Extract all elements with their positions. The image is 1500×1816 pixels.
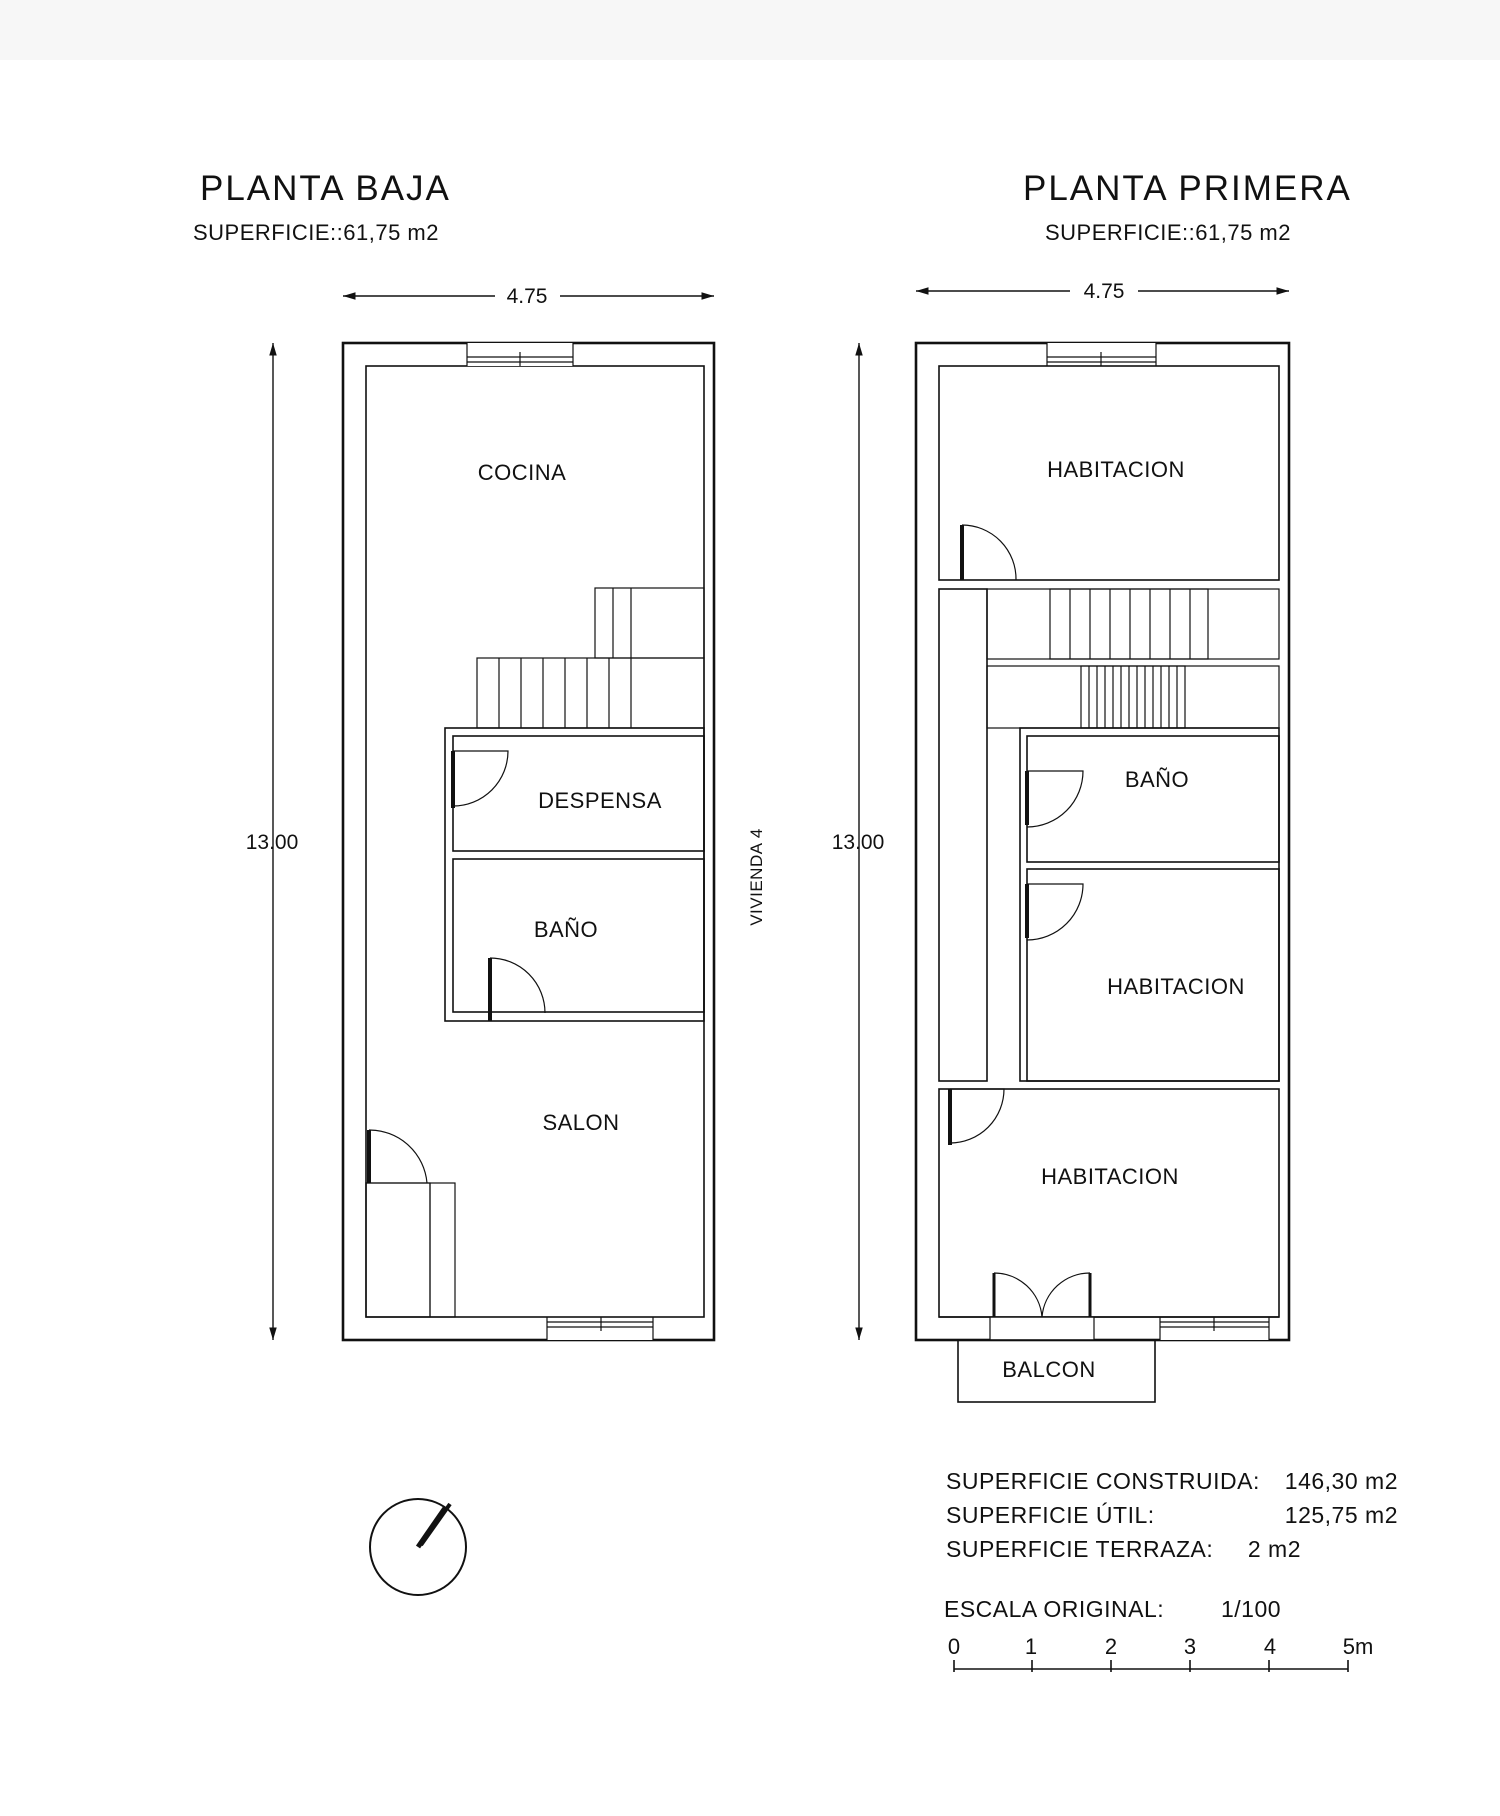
party-wall-label: VIVIENDA 4 [747, 828, 766, 926]
room-label-habitacion-middle: HABITACION [1107, 974, 1245, 999]
scale-tick-label: 0 [948, 1634, 960, 1659]
summary-table: SUPERFICIE CONSTRUIDA: 146,30 m2 SUPERFI… [946, 1468, 1398, 1562]
first-bottom-window [1159, 1317, 1270, 1340]
ground-staircase [476, 587, 705, 729]
room-label-habitacion-bottom: HABITACION [1041, 1164, 1179, 1189]
ground-entrance-nook [365, 1129, 456, 1318]
scale-tick-label: 5m [1343, 1634, 1374, 1659]
room-label-habitacion-top: HABITACION [1047, 457, 1185, 482]
scale-tick-label: 2 [1105, 1634, 1117, 1659]
svg-text:13.00: 13.00 [832, 831, 885, 854]
summary-row-value: 2 m2 [1248, 1536, 1301, 1562]
room-label-bano-first: BAÑO [1125, 767, 1189, 792]
first-habitacion-bottom-door [948, 1088, 1005, 1145]
ground-despensa-door [451, 750, 509, 808]
first-habitacion-top-door [960, 524, 1017, 581]
first-habitacion-top-room [938, 365, 1280, 581]
room-label-bano-ground: BAÑO [534, 917, 598, 942]
scale-tick-label: 4 [1264, 1634, 1276, 1659]
first-floor-title: PLANTA PRIMERA [1023, 169, 1352, 208]
first-staircase [986, 588, 1280, 729]
first-bano-door [1025, 770, 1084, 828]
ground-bottom-window [546, 1317, 654, 1340]
room-label-cocina: COCINA [478, 460, 567, 485]
first-outer-wall [914, 341, 1291, 1342]
svg-text:4.75: 4.75 [507, 285, 548, 308]
ground-height-dimension: 13.00 [246, 343, 299, 1340]
north-arrow-icon [369, 1498, 467, 1596]
first-habitacion-bottom-room [938, 1088, 1280, 1318]
first-balcon [957, 1339, 1156, 1403]
room-label-despensa: DESPENSA [538, 788, 662, 813]
first-floor-area: SUPERFICIE::61,75 m2 [1045, 220, 1291, 245]
scale-value: 1/100 [1221, 1596, 1281, 1622]
ground-top-window [466, 343, 574, 366]
ground-outer-wall [341, 341, 716, 1342]
first-corridor [938, 588, 988, 1082]
ground-service-block [444, 727, 705, 1022]
first-balcony-double-door [989, 1272, 1095, 1340]
scale-tick-label: 1 [1025, 1634, 1037, 1659]
summary-row-value: 125,75 m2 [1285, 1502, 1398, 1528]
first-bano-room [1026, 735, 1280, 863]
scale-label: ESCALA ORIGINAL: [944, 1596, 1164, 1622]
summary-row-label: SUPERFICIE CONSTRUIDA: [946, 1468, 1260, 1494]
ground-bano-door [488, 957, 546, 1021]
summary-row-label: SUPERFICIE TERRAZA: [946, 1536, 1213, 1562]
room-label-salon: SALON [542, 1110, 619, 1135]
scale-tick-label: 3 [1184, 1634, 1196, 1659]
ground-floor-area: SUPERFICIE::61,75 m2 [193, 220, 439, 245]
first-top-window [1046, 343, 1157, 366]
ground-bano-room [452, 858, 705, 1013]
scale-bar: ESCALA ORIGINAL: 1/100 0 1 2 3 4 5m [944, 1596, 1373, 1672]
top-band [0, 0, 1500, 60]
first-width-dimension: 4.75 [916, 280, 1289, 303]
svg-text:13.00: 13.00 [246, 831, 299, 854]
svg-text:4.75: 4.75 [1084, 280, 1125, 303]
summary-row-value: 146,30 m2 [1285, 1468, 1398, 1494]
ground-floor-title: PLANTA BAJA [200, 169, 451, 208]
ground-inner-wall [365, 365, 705, 1318]
room-label-balcon: BALCON [1002, 1357, 1095, 1382]
summary-row-label: SUPERFICIE ÚTIL: [946, 1502, 1155, 1528]
first-habitacion-middle-door [1025, 883, 1084, 941]
ground-width-dimension: 4.75 [343, 285, 714, 308]
first-habitacion-middle-room [1026, 868, 1280, 1082]
first-height-dimension: 13.00 [832, 343, 885, 1340]
